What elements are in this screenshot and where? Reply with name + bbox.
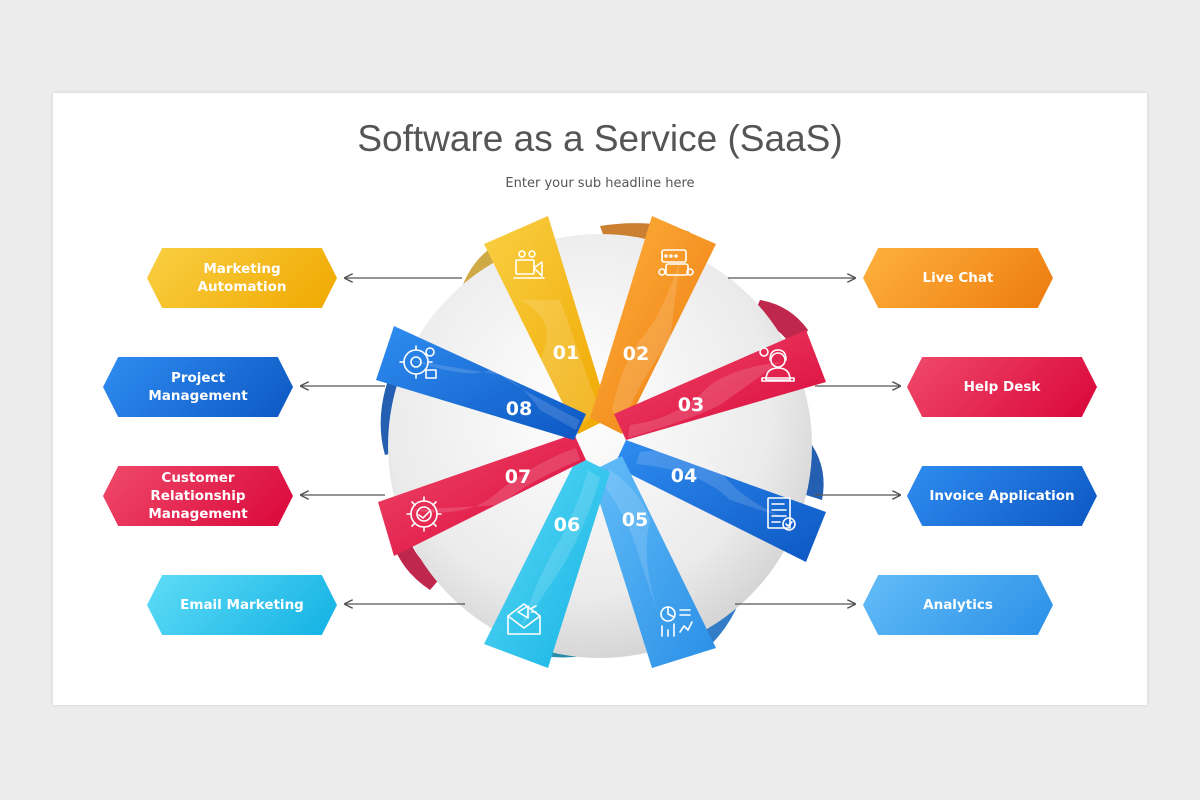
label-live-chat: Live Chat xyxy=(863,248,1053,308)
handshake-gear-icon xyxy=(406,496,442,532)
invoice-icon xyxy=(767,497,796,531)
label-project-management: Project Management xyxy=(103,357,293,417)
email-megaphone-icon xyxy=(507,603,541,635)
label-analytics: Analytics xyxy=(863,575,1053,635)
ribbon-02 xyxy=(590,216,716,434)
center-sphere xyxy=(388,234,812,658)
page-title: Software as a Service (SaaS) xyxy=(357,118,843,159)
segment-number-08: 08 xyxy=(506,398,532,420)
marketing-automation-icon xyxy=(513,250,545,279)
project-gear-icon xyxy=(399,345,437,379)
segment-number-05: 05 xyxy=(622,509,648,531)
ribbon-06 xyxy=(484,456,610,668)
ribbon-04 xyxy=(614,440,826,562)
label-crm: Customer Relationship Management xyxy=(103,466,293,526)
page-subtitle: Enter your sub headline here xyxy=(505,176,695,191)
segment-number-06: 06 xyxy=(554,514,580,536)
segment-number-01: 01 xyxy=(553,342,579,364)
segment-number-03: 03 xyxy=(678,394,704,416)
label-marketing-automation: Marketing Automation xyxy=(147,248,337,308)
segment-number-02: 02 xyxy=(623,343,649,365)
segment-number-04: 04 xyxy=(671,465,697,487)
ribbon-03 xyxy=(614,330,826,440)
label-email-marketing: Email Marketing xyxy=(147,575,337,635)
live-chat-icon xyxy=(658,249,694,276)
analytics-chart-icon xyxy=(660,606,693,637)
ribbon-08 xyxy=(376,326,586,440)
label-invoice-application: Invoice Application xyxy=(907,466,1097,526)
label-help-desk: Help Desk xyxy=(907,357,1097,417)
help-desk-agent-icon xyxy=(759,347,795,382)
segment-number-07: 07 xyxy=(505,466,531,488)
